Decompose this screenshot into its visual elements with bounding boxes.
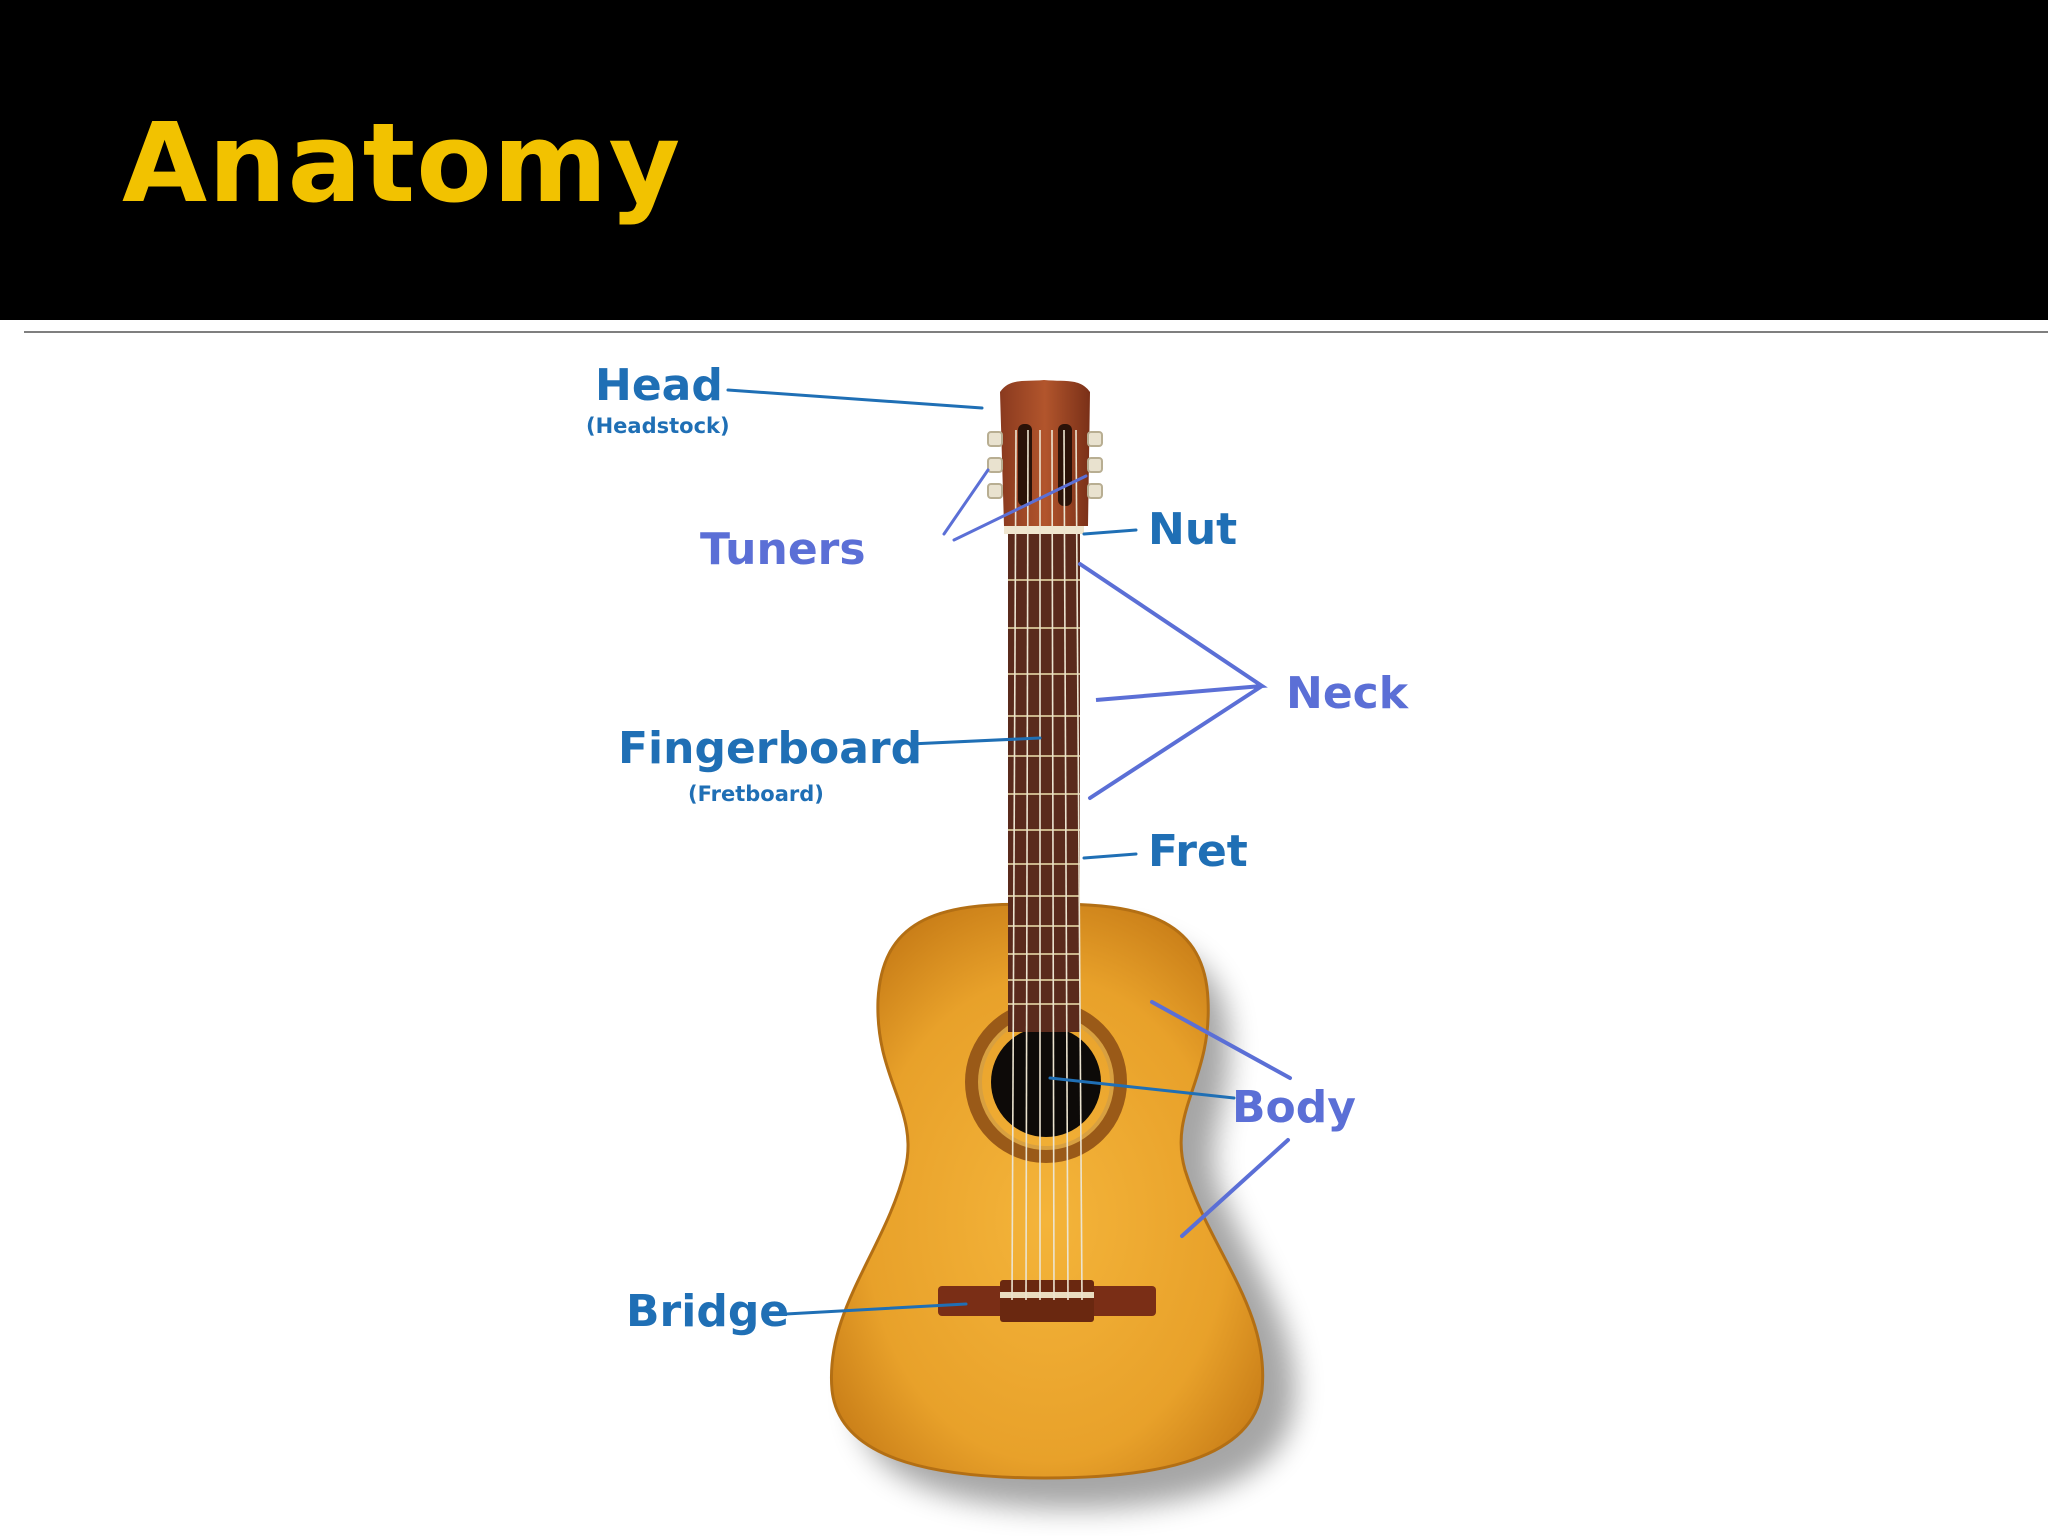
strings bbox=[1011, 429, 1083, 1301]
bridge-leader bbox=[784, 1302, 968, 1316]
fingerboard-leader bbox=[908, 736, 1042, 746]
label-body: Body bbox=[1232, 1082, 1356, 1133]
label-tuners: Tuners bbox=[700, 524, 866, 575]
title-bar: Anatomy bbox=[0, 0, 2048, 320]
tuners-leader-2 bbox=[952, 474, 1088, 542]
fingerboard-shape bbox=[1008, 532, 1080, 1032]
label-fingerboard: Fingerboard bbox=[618, 723, 923, 774]
head-leader bbox=[726, 388, 984, 410]
body-leader-hole bbox=[1048, 1076, 1236, 1100]
label-fret: Fret bbox=[1148, 826, 1248, 877]
title-divider bbox=[24, 331, 2048, 333]
label-head-sub: (Headstock) bbox=[586, 414, 730, 438]
nut-leader bbox=[1082, 528, 1138, 536]
neck-leader bbox=[1078, 562, 1268, 800]
label-fingerboard-sub: (Fretboard) bbox=[688, 782, 824, 806]
fret-leader bbox=[1082, 852, 1138, 860]
label-head: Head bbox=[595, 360, 723, 411]
slide-title: Anatomy bbox=[122, 99, 682, 227]
label-bridge: Bridge bbox=[626, 1286, 790, 1337]
label-nut: Nut bbox=[1148, 504, 1238, 555]
sound-hole bbox=[991, 1027, 1101, 1137]
tuners-leader-1 bbox=[942, 468, 990, 536]
guitar-body bbox=[829, 902, 1265, 1480]
frets bbox=[1008, 579, 1080, 1005]
leader-lines bbox=[726, 388, 1292, 1316]
body-leader-bottom bbox=[1180, 1138, 1290, 1238]
body-leader-top bbox=[1150, 1000, 1292, 1080]
nut-shape bbox=[1004, 526, 1084, 534]
label-neck: Neck bbox=[1286, 668, 1409, 719]
tuner-pegs bbox=[987, 431, 1103, 499]
